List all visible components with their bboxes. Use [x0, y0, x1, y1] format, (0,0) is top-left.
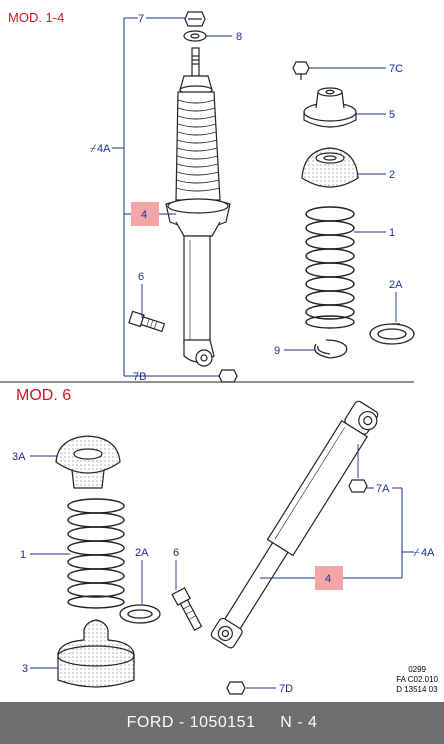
- ref-line-1: 0299: [408, 665, 426, 674]
- clip-9-icon: [313, 339, 348, 359]
- callout-4a-bottom-sym: ⌿: [413, 547, 420, 559]
- lower-insulator-2a-top-icon: [369, 323, 415, 345]
- bolt-6-bottom-icon: [171, 587, 203, 631]
- callout-8: 8: [236, 31, 242, 43]
- shock-absorber-bottom: [171, 400, 379, 695]
- highlight-4-bottom: 4: [315, 566, 343, 590]
- ref-line-2: FA C02.010: [396, 675, 438, 684]
- callout-9: 9: [274, 345, 280, 357]
- callout-7a: 7A: [376, 483, 390, 495]
- callout-1-bottom: 1: [20, 549, 26, 561]
- upper-insulator-3a-icon: [55, 435, 121, 489]
- callout-1-top: 1: [389, 227, 395, 239]
- exploded-parts-drawing: 7 8 7C 5 ⌿ 4A 2 1 6 2A 9 7B 3A 1 2A 6 7A…: [0, 11, 435, 695]
- lower-spring-seat-3-icon: [57, 619, 135, 688]
- reference-code-block: 0299 FA C02.010 D 13514 03: [396, 665, 438, 695]
- callout-6-top: 6: [138, 271, 144, 283]
- callout-7c: 7C: [389, 63, 403, 75]
- bracket-4a-bottom: [342, 487, 414, 579]
- spring-insulator-2-icon: [301, 147, 359, 188]
- callout-2a-bottom: 2A: [135, 547, 149, 559]
- footer-part-number: FORD - 1050151 N - 4: [126, 714, 318, 731]
- nut-7b-icon: [218, 369, 238, 383]
- callout-7: 7: [138, 13, 144, 25]
- shock-absorber-top: [128, 11, 238, 383]
- highlight-4-top: 4: [131, 202, 159, 226]
- bolt-6-top-icon: [128, 310, 166, 333]
- section-title-mod-1-4: MOD. 1-4: [8, 10, 65, 25]
- callout-7d: 7D: [279, 683, 293, 695]
- top-mount-5-icon: [303, 87, 357, 128]
- leader-lines-top: [141, 17, 397, 377]
- callout-2: 2: [389, 169, 395, 181]
- leader-lines-bottom: [30, 444, 359, 689]
- callout-2a-top: 2A: [389, 279, 403, 291]
- coil-spring-1-icon: [305, 206, 355, 329]
- piston-rod-icon: [191, 47, 200, 77]
- svg-text:4: 4: [141, 209, 147, 221]
- coil-spring-1-bottom-icon: [67, 498, 125, 609]
- callout-3: 3: [22, 663, 28, 675]
- callout-4a-top: 4A: [97, 143, 111, 155]
- callout-3a: 3A: [12, 451, 26, 463]
- footer-bar: FORD - 1050151 N - 4: [0, 702, 444, 744]
- callout-labels: 7 8 7C 5 ⌿ 4A 2 1 6 2A 9 7B 3A 1 2A 6 7A…: [12, 13, 435, 695]
- callout-4a-top-sym: ⌿: [90, 143, 97, 155]
- svg-text:4: 4: [325, 573, 331, 585]
- nut-7d-icon: [226, 681, 246, 695]
- section-title-mod-6: MOD. 6: [16, 387, 72, 404]
- callout-5: 5: [389, 109, 395, 121]
- ref-line-3: D 13514 03: [396, 685, 438, 694]
- nut-7c-icon: [292, 61, 310, 80]
- nut-7a-icon: [348, 479, 368, 493]
- lower-insulator-2a-bottom-icon: [119, 604, 161, 624]
- callout-4a-bottom: 4A: [421, 547, 435, 559]
- callout-7b: 7B: [133, 371, 146, 383]
- callout-6-bottom: 6: [173, 547, 179, 559]
- bracket-4a-top: [112, 17, 154, 377]
